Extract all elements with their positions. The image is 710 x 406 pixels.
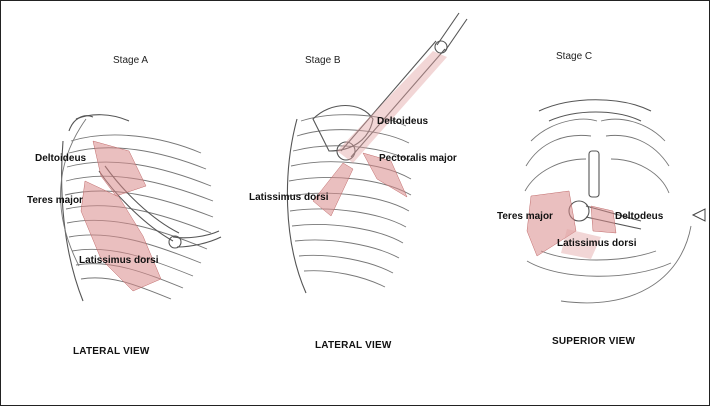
panel-a-deltoideus-label: Deltoideus: [35, 153, 86, 164]
panel-a-teres-major-label: Teres major: [27, 195, 83, 206]
stage-a-title: Stage A: [113, 55, 148, 66]
panel-c-skeleton: [525, 100, 691, 303]
panel-b-deltoideus-label: Deltoideus: [377, 116, 428, 127]
panel-b-latissimus-dorsi-label: Latissimus dorsi: [249, 192, 328, 203]
panel-c-deltodeus-label: Deltodeus: [615, 211, 663, 222]
panel-c-teres-major-label: Teres major: [497, 211, 553, 222]
rotation-arrow-icon: [693, 209, 705, 221]
panel-c-latissimus-dorsi-label: Latissimus dorsi: [557, 238, 636, 249]
stage-b-title: Stage B: [305, 55, 341, 66]
panel-a-latissimus-dorsi-label: Latissimus dorsi: [79, 255, 158, 266]
stage-c-title: Stage C: [556, 51, 592, 62]
panel-c-view-label: SUPERIOR VIEW: [552, 336, 635, 347]
panel-b-view-label: LATERAL VIEW: [315, 340, 391, 351]
panel-a-view-label: LATERAL VIEW: [73, 346, 149, 357]
panel-b-pectoralis-major-label: Pectoralis major: [379, 153, 457, 164]
panel-a-skeleton: [61, 115, 221, 301]
